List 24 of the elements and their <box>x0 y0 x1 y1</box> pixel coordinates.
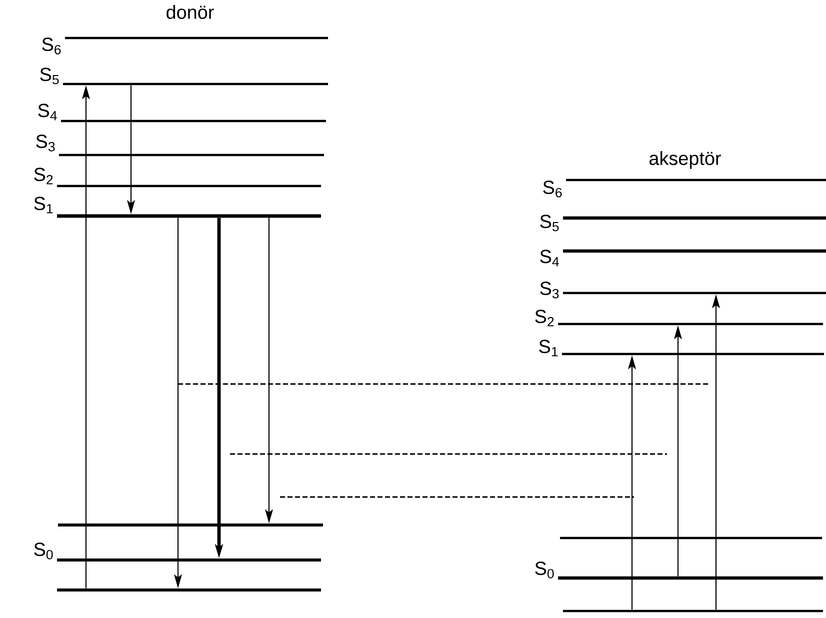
energy-level-line <box>57 184 321 188</box>
diagram-heading: donör <box>166 5 214 19</box>
level-label: S$_{3}$ <box>540 282 559 298</box>
energy-level-line <box>560 536 822 540</box>
level-label: S$_{4}$ <box>38 104 57 120</box>
level-label: S$_{4}$ <box>540 250 559 266</box>
level-label: S$_{3}$ <box>36 134 55 152</box>
diagram-heading: akseptör <box>650 151 721 169</box>
energy-level-line <box>563 610 823 612</box>
level-label: S$_{2}$ <box>535 310 554 326</box>
energy-level-line <box>59 154 324 156</box>
energy-level-line <box>65 36 328 40</box>
energy-level-line <box>61 120 326 122</box>
level-label: S$_{5}$ <box>540 214 559 232</box>
level-label: S$_{5}$ <box>40 68 59 84</box>
energy-level-line <box>57 558 321 562</box>
level-label: S$_{0}$ <box>34 542 53 560</box>
energy-level-line <box>566 178 826 182</box>
level-label: S$_{6}$ <box>42 38 61 54</box>
level-label: S$_{1}$ <box>539 340 558 356</box>
level-label: S$_{0}$ <box>535 562 554 578</box>
level-label: S$_{6}$ <box>543 180 562 198</box>
level-label: S$_{1}$ <box>34 196 53 214</box>
level-label: S$_{2}$ <box>34 168 53 184</box>
